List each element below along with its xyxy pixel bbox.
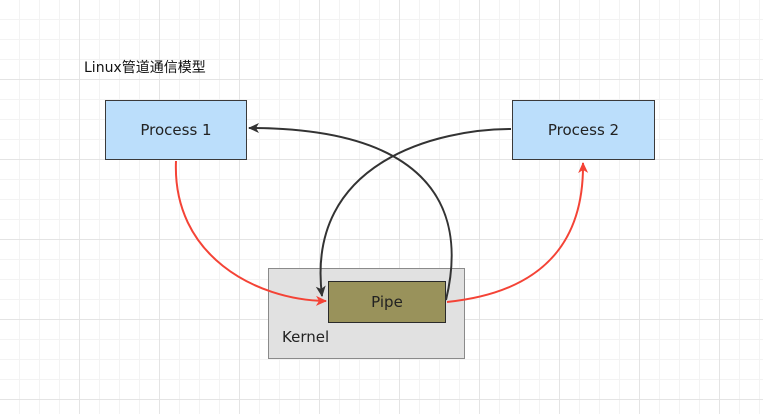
pipe-box: Pipe [328, 281, 446, 323]
arrow-process2-to-pipe [315, 128, 512, 297]
process-1-label: Process 1 [140, 121, 212, 139]
arrow-process1-to-pipe [174, 160, 327, 306]
pipe-label: Pipe [371, 293, 403, 311]
process-2-label: Process 2 [547, 121, 620, 139]
process-2-box: Process 2 [512, 100, 655, 160]
arrow-pipe-to-process1 [248, 123, 453, 301]
kernel-label: Kernel [282, 328, 330, 346]
diagram-title: Linux管道通信模型 [84, 60, 206, 76]
arrow-pipe-to-process2 [446, 162, 589, 303]
process-1-box: Process 1 [105, 100, 247, 160]
